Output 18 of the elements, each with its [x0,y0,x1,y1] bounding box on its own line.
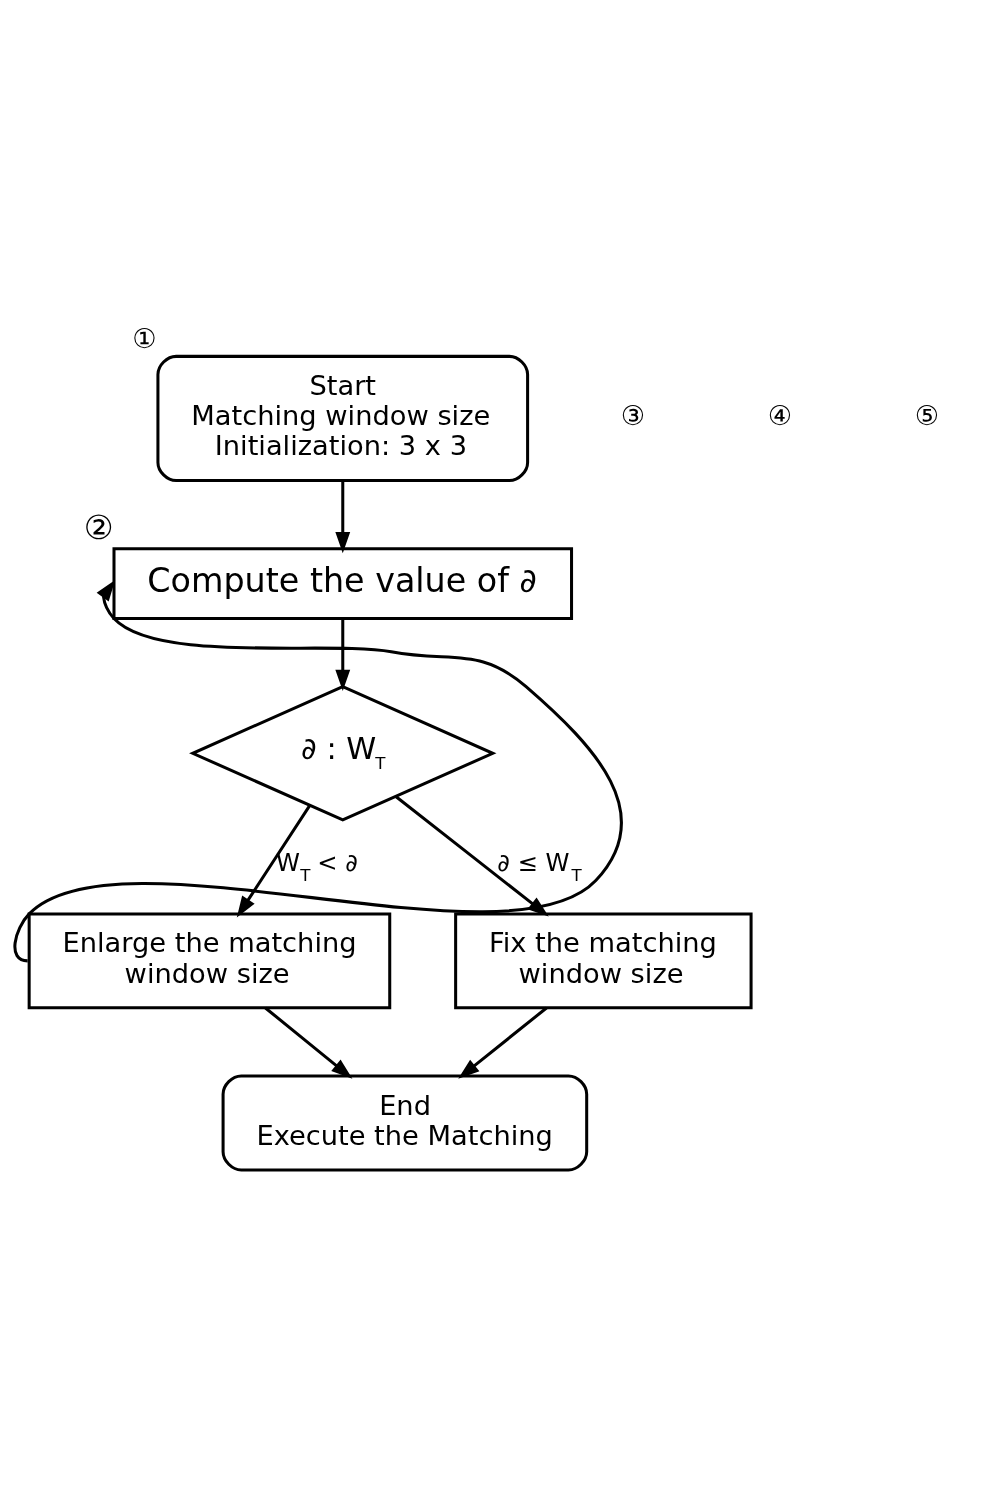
arrow [264,1006,353,1079]
node-label: ② [83,507,114,547]
arrow [335,480,351,553]
arrow [335,618,351,691]
node-label: ① [132,322,157,354]
node-diamond: ∂ : W$_{T}$ [189,684,497,822]
node-box: End Execute the Matching [221,1074,589,1171]
node-box: Fix the matching window size [454,911,753,1009]
label: ⑤ [914,399,940,431]
arrow [236,804,312,917]
label: ④ [767,399,793,431]
edge-label: ∂ ≤ W$_{T}$ [497,847,582,885]
edge-label: W$_{T}$ < ∂ [276,847,358,885]
node-box: Compute the value of ∂ [112,546,574,620]
arrow [458,1006,548,1079]
node-box: Enlarge the matching window size [27,911,392,1009]
node-box: Start Matching window size Initialization: 3 x 3 [156,354,530,482]
label: ③ [620,399,646,431]
